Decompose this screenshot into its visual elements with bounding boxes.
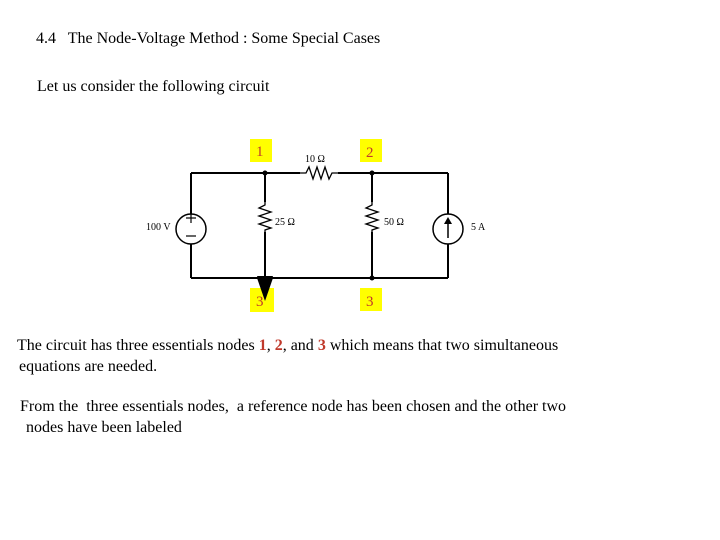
node-label-2: 2 [366, 145, 374, 161]
node-label-3-right: 3 [366, 294, 374, 310]
inline-node-3: 3 [317, 337, 326, 354]
paragraph-2-line-2: nodes have been labeled [26, 419, 182, 436]
circuit-wires [190, 172, 449, 279]
node-tag-3-right: 3 [360, 288, 382, 311]
paragraph-essential-nodes: The circuit has three essentials nodes 1… [17, 335, 697, 377]
intro-text: Let us consider the following circuit [37, 78, 270, 95]
node-label-1: 1 [256, 144, 264, 160]
node-tag-3-left: 3 [250, 278, 274, 312]
current-source-label: 5 A [471, 222, 486, 233]
node-dot-2 [369, 170, 375, 176]
node-dot-3 [369, 275, 375, 281]
inline-node-1: 1 [258, 337, 267, 354]
resistor-10-ohm-label: 10 Ω [305, 154, 325, 165]
paragraph-1-text-a: The circuit has three essentials nodes [17, 337, 255, 354]
resistor-10-ohm [300, 164, 338, 182]
section-number: 4.4 [36, 30, 56, 47]
current-source [432, 213, 464, 245]
inline-node-2: 2 [274, 337, 283, 354]
node-label-3-left: 3 [256, 294, 264, 310]
resistor-25-ohm [256, 202, 274, 232]
paragraph-1-text-b: which means that two simultaneous [329, 337, 559, 354]
paragraph-reference-node: From the three essentials nodes, a refer… [20, 396, 700, 438]
separator-2: , and [282, 337, 314, 354]
paragraph-2-line-1: From the three essentials nodes, a refer… [20, 398, 567, 415]
resistor-50-ohm [363, 202, 381, 232]
node-tag-2: 2 [360, 139, 382, 162]
resistor-25-ohm-label: 25 Ω [275, 217, 295, 228]
paragraph-1-line-2: equations are needed. [19, 358, 158, 375]
node-dot-1 [262, 170, 268, 176]
section-title: The Node-Voltage Method : Some Special C… [67, 30, 381, 47]
voltage-source-label: 100 V [146, 222, 171, 233]
voltage-source [175, 213, 207, 245]
node-tag-1: 1 [250, 139, 272, 162]
page-heading: 4.4 The Node-Voltage Method : Some Speci… [36, 30, 380, 48]
paragraph-1-line-1: The circuit has three essentials nodes 1… [17, 335, 697, 356]
separator-1: , [266, 337, 271, 354]
resistor-50-ohm-label: 50 Ω [384, 217, 404, 228]
